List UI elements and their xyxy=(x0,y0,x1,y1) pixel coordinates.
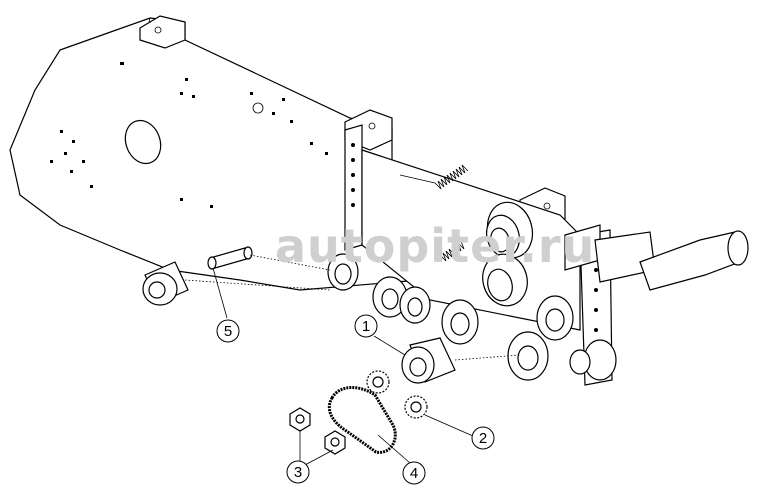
tension-spring-upper xyxy=(399,164,469,190)
part-2-sprocket-lower xyxy=(404,395,428,419)
bracket-top xyxy=(139,15,186,49)
svg-text:1: 1 xyxy=(362,318,370,335)
svg-text:5: 5 xyxy=(224,323,232,340)
svg-text:3: 3 xyxy=(294,464,302,481)
part-3-nut-upper xyxy=(289,407,311,432)
part-4-chain xyxy=(327,386,397,454)
plate-holes xyxy=(50,62,328,208)
svg-text:4: 4 xyxy=(410,465,418,482)
roller-left xyxy=(142,261,189,306)
side-plate xyxy=(9,17,431,291)
shaft-pin xyxy=(207,246,253,270)
right-tubes xyxy=(564,224,749,381)
leader-lines xyxy=(212,267,474,466)
callout-4: 4 xyxy=(402,461,426,485)
callout-1: 1 xyxy=(354,314,378,338)
pulley-stack xyxy=(327,253,591,381)
part-3-nut-lower xyxy=(324,430,346,455)
part-1-roller xyxy=(401,337,456,384)
callout-2: 2 xyxy=(471,426,495,450)
upper-idler-pulley xyxy=(486,201,534,259)
callout-3: 3 xyxy=(286,460,310,484)
svg-text:2: 2 xyxy=(479,430,487,447)
part-2-sprocket-upper xyxy=(366,370,390,394)
lower-idler-pulley xyxy=(482,253,528,307)
callout-5: 5 xyxy=(216,319,240,343)
watermark: autopiter.ru xyxy=(275,219,595,273)
tension-spring-lower xyxy=(439,240,465,262)
